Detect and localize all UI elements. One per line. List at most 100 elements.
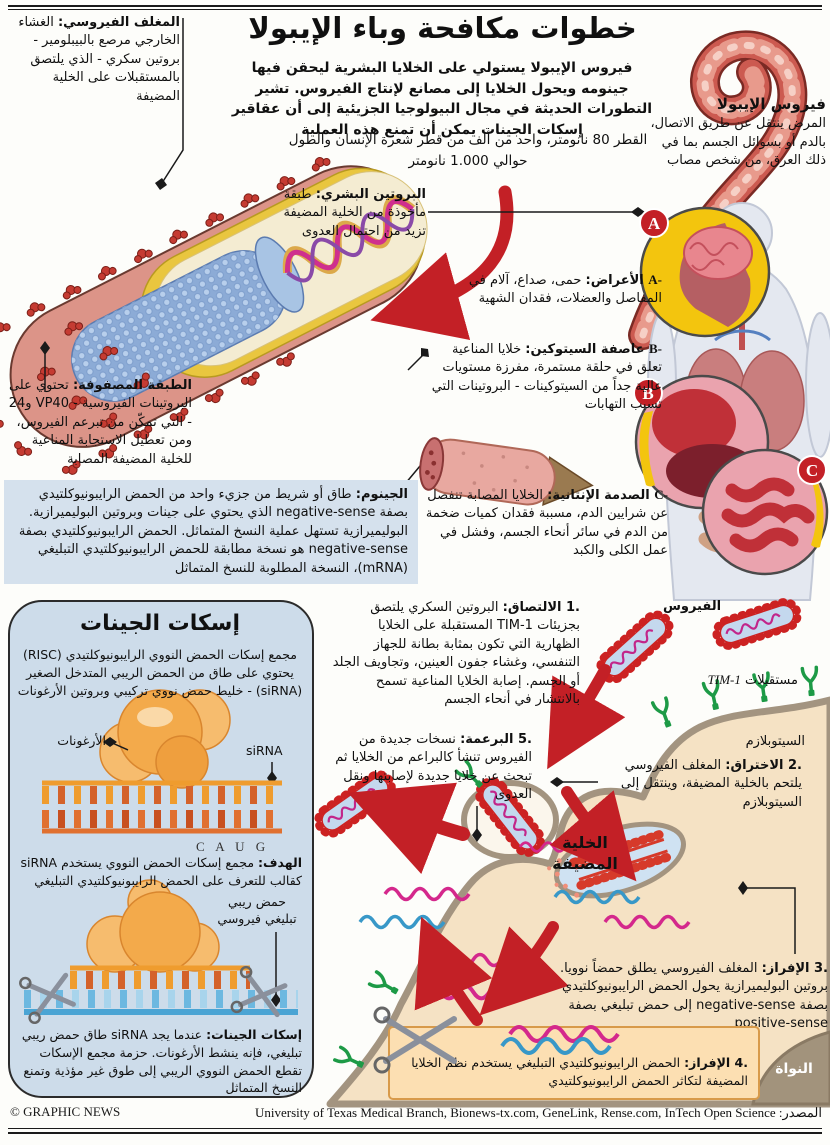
scissors-icon [373,1006,457,1074]
copyright-note: © GRAPHIC NEWS [10,1104,121,1119]
target-block: الهدف: مجمع إسكات الحمض النووي يستخدم si… [20,854,302,890]
step5-block: 5. البرعمة: نسخات جديدة من الفيروس تنشأ … [318,731,532,805]
silencing-label: إسكات الجينات: [206,1027,302,1042]
nucleus-label: النواة [775,1061,813,1077]
step1-num: 1. [566,600,580,615]
top-illustration: A B C [0,18,830,601]
step2-text: المغلف الفيروسي يلتحم بالخلية المضيفة، و… [620,758,802,810]
symptom-a-text: حمى، صداع، آلام في المفاصل والعضلات، فقد… [468,273,662,307]
badge-a: A [648,214,661,233]
step4-box: 4. الإفراز: الحمض الرايبونيوكلتيدي التبل… [388,1025,760,1100]
silencing-text: عندما يجد siRNA طاق حمض ريبي تبليغي، فإن… [21,1027,302,1096]
step5-name: البرعمة: [460,732,514,747]
blood-vessel-illustration [419,437,594,507]
host-cell-illustration [305,592,830,1108]
caug-label: C A U G [196,839,270,854]
sirna-label: siRNA [246,743,283,758]
bottom-rule-thin [8,1128,822,1129]
step5-text: نسخات جديدة من الفيروس تنشأ كالبراعم من … [335,732,532,803]
process-arrows [347,664,637,1026]
symptom-c-text: الخلايا المصابة تنفصل عن شرايين الدم، مس… [425,488,668,559]
callout-circle-a: A [639,206,771,338]
panel-title: إسكات الجينات [80,611,240,636]
step4-num: 4. [734,1055,748,1070]
gene-silencing-panel: إسكات الجينات مجمع إسكات الحمض النووي ال… [8,600,314,1098]
annotation-genome: الجينوم: طاق أو شريط من جزيء واحد من الح… [4,480,418,585]
tim1-label: مستقبلات TIM-1 [650,671,798,690]
step3-num: 3. [814,961,828,976]
page-title: خطوات مكافحة وباء الإيبولا [248,11,637,45]
step2-name: الاختراق: [725,758,784,773]
argonaute-cluster [99,689,231,789]
symptom-c-letter: C- [654,487,668,502]
annotation-envelope-text: الغشاء الخارجي مرصع بالبيبلومير - بروتين… [18,15,180,104]
argonaute-cluster-2 [86,879,220,973]
step3-block: 3. الإفراز: المغلف الفيروسي يطلق حمضاً ن… [552,960,828,1034]
sirna-comb-illustration [42,780,282,834]
receptor-icon [367,970,403,1000]
symptom-b-text: خلايا المناعية تعلق في حلقة مستمرة، مفرز… [431,342,662,413]
badge-b: B [642,384,653,403]
symptom-a-name: الأعراض: [585,273,644,288]
human-body-illustration: A B C [633,202,830,601]
annotation-genome-label: الجينوم: [355,487,408,502]
annotation-matrix-label: الطبقة المصفوفة: [72,378,192,393]
virion-free-2 [713,599,801,650]
step1-name: الالتصاق: [502,600,562,615]
step1-text: البروتين السكري يلتصق بجزيئات TIM-1 المس… [332,600,580,708]
gene-silencing-illustration [10,689,298,1096]
viral-mrna-label-2: تبليغي فيروسي [217,910,297,926]
annotation-envelope-label: المغلف الفيروسي: [57,15,180,30]
silencing-block: إسكات الجينات: عندما يجد siRNA طاق حمض ر… [20,1026,302,1097]
receptor-icon [650,696,678,731]
top-rule-thick [8,5,822,7]
bottom-rule-thick [8,1132,822,1134]
viral-mrna-label-1: حمض ريبي [228,894,286,909]
leader-lines-bottom [472,777,796,954]
step3-text: المغلف الفيروسي يطلق حمضاً نوويا. بروتين… [560,961,828,1032]
tim1-label-ar: مستقبلات [745,673,798,688]
step2-block: 2. الاختراق: المغلف الفيروسي يلتحم بالخل… [598,757,802,812]
annotation-genome-text: طاق أو شريط من جزيء واحد من الحمض الرايب… [18,487,408,576]
virus-size-note: القطر 80 نانومتر، واحد من ألف من قطر شعر… [288,132,648,169]
source-text: University of Texas Medical Branch, Bion… [254,1105,776,1120]
step2-num: 2. [788,758,802,773]
virus-cutaway-illustration [0,153,428,479]
symptom-b-block: B- عاصفة السيتوكين: خلايا المناعية تعلق … [428,340,662,415]
viral-mrna-label: حمض ريبي تبليغي فيروسي [210,894,304,928]
target-text: مجمع إسكات الحمض النووي يستخدم siRNA كقا… [20,855,302,888]
annotation-human-protein: البروتين البشري: طبقة مأخوذة من الخلية ا… [280,186,426,241]
symptom-b-letter: B- [649,341,662,356]
symptom-a-block: A- الأعراض: حمى، صداع، آلام في المفاصل و… [432,271,662,309]
callout-circle-c: C [701,448,829,576]
annotation-matrix: الطبقة المصفوفة: تحتوي على البروتينات ال… [8,377,192,469]
symptom-b-name: عاصفة السيتوكين: [525,342,645,357]
virus-info-title: فيروس الإيبولا [716,95,826,113]
argonaute-label: الأرغونات [57,733,106,748]
virus-info-block: فيروس الإيبولا المرض ينتقل عن طريق الاتص… [650,94,826,171]
symptom-a-letter: A- [648,272,662,287]
step3-name: الإفراز: [761,961,810,976]
cytoplasm-label: السيتوبلازم [745,734,805,749]
step5-num: 5. [518,732,532,747]
symptom-c-block: C- الصدمة الإنتانية: الخلايا المصابة تنف… [420,486,668,561]
step4-squiggles [500,1025,620,1055]
annotation-human-protein-text: طبقة مأخوذة من الخلية المضيفة تزيد من اح… [283,187,426,239]
panel-intro: مجمع إسكات الحمض النووي الرايبونيوكلتيدي… [17,647,303,698]
step4-block: 4. الإفراز: الحمض الرايبونيوكلتيدي التبل… [400,1054,748,1090]
annotation-human-protein-label: البروتين البشري: [315,187,426,202]
intro-paragraph: فيروس الإيبولا يستولي على الخلايا البشري… [231,60,653,139]
target-label: الهدف: [258,855,302,870]
annotation-matrix-text: تحتوي على البروتينات الفيروسية - VP40 و2… [8,378,192,467]
top-rule-thin [8,9,822,10]
source-line: المصدر: University of Texas Medical Bran… [230,1104,822,1122]
source-label: المصدر: [778,1105,822,1120]
step4-text: الحمض الرايبونيوكلتيدي التبليغي يستخدم ن… [411,1055,748,1088]
virus-info-text: المرض ينتقل عن طريق الاتصال، بالدم أو بس… [650,116,826,169]
tim1-label-en: TIM-1 [707,672,741,687]
step1-block: 1. الالتصاق: البروتين السكري يلتصق بجزيئ… [330,599,580,710]
symptom-c-name: الصدمة الإنتانية: [547,488,650,503]
annotation-envelope: المغلف الفيروسي: الغشاء الخارجي مرصع بال… [8,14,180,106]
receptor-icon [800,665,821,699]
